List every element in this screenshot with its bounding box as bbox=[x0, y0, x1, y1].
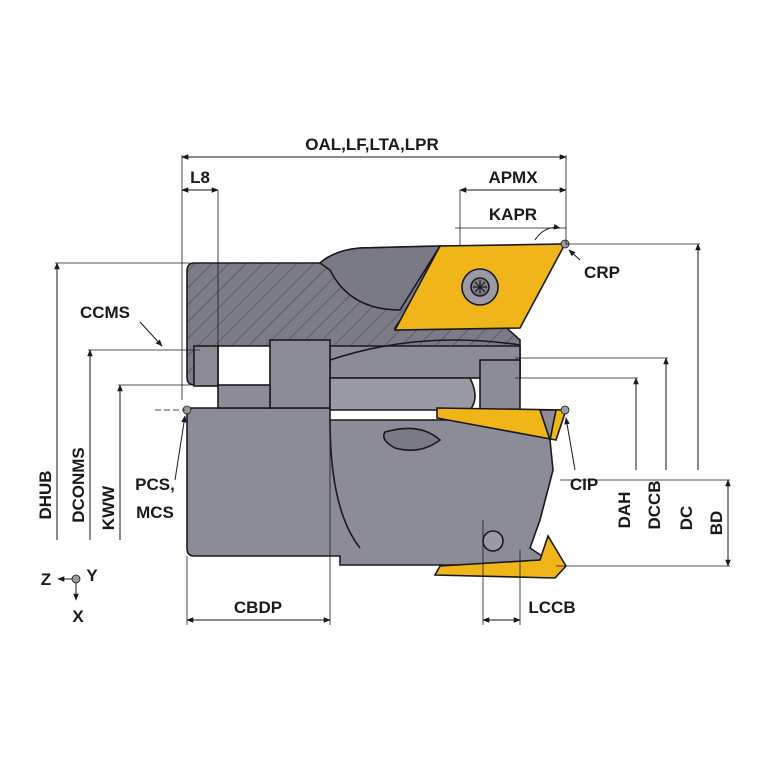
coordinate-axes-icon: Z Y X bbox=[41, 566, 99, 626]
label-lccb: LCCB bbox=[528, 598, 575, 617]
cutter-body bbox=[186, 245, 554, 566]
dimension-labels: OAL,LF,LTA,LPR L8 APMX KAPR CRP CCMS PCS… bbox=[36, 135, 726, 617]
axis-y-label: Y bbox=[86, 566, 98, 585]
label-cip: CIP bbox=[570, 475, 598, 494]
label-mcs: MCS bbox=[136, 503, 174, 522]
label-kww: KWW bbox=[99, 485, 118, 530]
label-cbdp: CBDP bbox=[234, 598, 282, 617]
axis-x-label: X bbox=[72, 607, 84, 626]
label-crp: CRP bbox=[584, 263, 620, 282]
label-pcs: PCS, bbox=[135, 475, 175, 494]
top-insert bbox=[393, 243, 567, 331]
label-ccms: CCMS bbox=[80, 303, 130, 322]
dimension-lines bbox=[54, 154, 731, 625]
cip-marker bbox=[560, 405, 570, 415]
label-l8: L8 bbox=[190, 168, 210, 187]
label-dc: DC bbox=[677, 506, 696, 531]
label-dah: DAH bbox=[615, 492, 634, 529]
label-kapr: KAPR bbox=[489, 205, 537, 224]
label-dhub: DHUB bbox=[36, 470, 55, 519]
center-insert bbox=[436, 407, 568, 444]
label-apmx: APMX bbox=[488, 168, 538, 187]
label-dccb: DCCB bbox=[645, 480, 664, 529]
axis-z-label: Z bbox=[41, 570, 51, 589]
label-dconms: DCONMS bbox=[69, 447, 88, 523]
label-bd: BD bbox=[707, 511, 726, 536]
label-oal: OAL,LF,LTA,LPR bbox=[305, 135, 438, 154]
